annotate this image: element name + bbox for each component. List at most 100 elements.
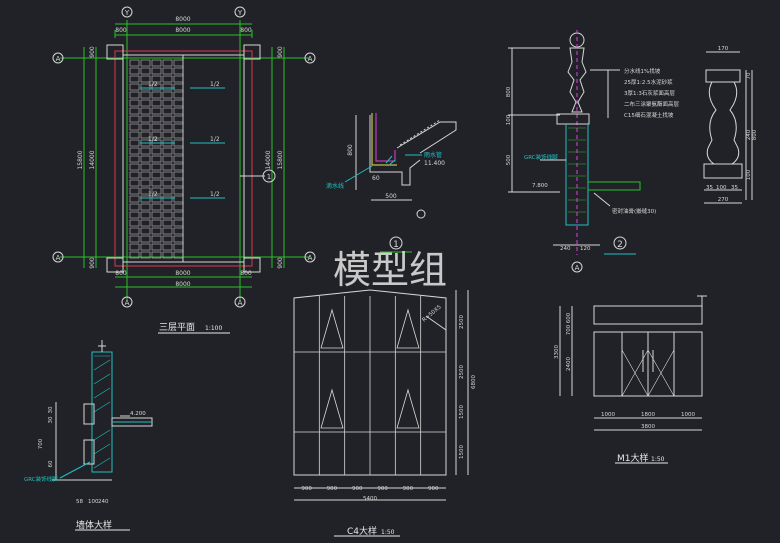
baluster-dim-bottom: 100 <box>746 169 752 180</box>
m1-dim-l1: 600 <box>566 312 572 323</box>
plan-tile <box>173 67 184 75</box>
plan-tile <box>140 227 151 235</box>
plan-tile <box>162 115 173 123</box>
plan-tile <box>140 235 151 243</box>
m1-door <box>559 295 707 464</box>
baluster-dim-b2: 100 <box>716 185 727 191</box>
detail2-dim-1: 800 <box>506 86 512 97</box>
wall-title: 墙体大样 <box>76 519 112 531</box>
plan-tile <box>173 75 184 83</box>
plan-tile <box>140 195 151 203</box>
floor-plan <box>60 20 310 300</box>
plan-section-callout: 1 <box>267 173 271 181</box>
plan-dim-right-top: 900 <box>277 46 284 58</box>
plan-tile <box>162 243 173 251</box>
wall-detail <box>52 340 153 531</box>
c4-dim-bottom: 900 <box>403 486 414 492</box>
plan-tile <box>129 195 140 203</box>
plan-tile <box>140 243 151 251</box>
detail2-elev: 7.800 <box>532 183 548 189</box>
plan-dim-top-left: 800 <box>115 27 127 34</box>
plan-tile <box>162 155 173 163</box>
axis-top-left: Y <box>124 9 130 17</box>
plan-tile <box>151 195 162 203</box>
plan-tile <box>129 227 140 235</box>
c4-dim-right: 2500 <box>459 315 465 329</box>
plan-tile <box>140 171 151 179</box>
plan-tile <box>162 59 173 67</box>
c4-dim-bottom: 900 <box>428 486 439 492</box>
plan-tile <box>140 147 151 155</box>
plan-tile <box>140 131 151 139</box>
plan-tile <box>151 115 162 123</box>
detail1-pipe-label: 雨水管 <box>424 151 442 159</box>
plan-tile <box>173 235 184 243</box>
c4-dim-bottom: 900 <box>301 486 312 492</box>
plan-slope-6: 1/2 <box>210 191 220 198</box>
plan-tile <box>151 155 162 163</box>
detail2-note-4: 二布三涂聚氨酯面高层 <box>624 100 680 108</box>
plan-tile <box>140 67 151 75</box>
plan-slope-5: 1/2 <box>210 136 220 143</box>
baluster-total: 800 <box>752 129 758 140</box>
detail2-note-3: 3厚1:3石灰浆面高层 <box>624 89 675 97</box>
plan-tile <box>162 107 173 115</box>
plan-slope-1: 1/2 <box>148 81 158 88</box>
plan-tile <box>151 147 162 155</box>
plan-tile <box>129 139 140 147</box>
plan-tile <box>129 75 140 83</box>
plan-tile <box>162 179 173 187</box>
plan-tile <box>129 187 140 195</box>
baluster-dim-top: 70 <box>746 72 752 79</box>
plan-dim-left-top: 900 <box>89 46 96 58</box>
plan-tile <box>173 163 184 171</box>
c4-dim-right: 1500 <box>459 445 465 459</box>
detail-1-gutter <box>344 113 457 253</box>
detail-2-text: 分水线1%找坡 25厚1:2.5水泥砂浆 3厚1:3石灰浆面高层 二布三涂聚氨酯… <box>506 67 680 272</box>
plan-grid-lines <box>60 20 310 300</box>
plan-tile <box>173 59 184 67</box>
plan-axis-bubbles <box>52 6 316 308</box>
plan-dim-top-mid: 8000 <box>175 27 190 34</box>
plan-tile <box>173 131 184 139</box>
baluster-width-top: 170 <box>718 46 729 52</box>
plan-tile <box>151 235 162 243</box>
plan-text: 8000 800 8000 800 800 8000 800 8000 1580… <box>77 16 284 288</box>
axis-bottom-right: A <box>238 299 243 307</box>
detail1-dim-w: 500 <box>385 193 397 200</box>
detail1-elev: 11.400 <box>424 160 445 167</box>
c4-opening-marks <box>320 308 420 429</box>
plan-tile <box>162 235 173 243</box>
plan-tile <box>173 211 184 219</box>
plan-dim-right-mid: 14000 <box>265 150 272 169</box>
axis-left-top: A <box>56 55 61 63</box>
plan-tile <box>162 83 173 91</box>
wall-dim-b3: 240 <box>98 499 109 505</box>
plan-tile <box>162 99 173 107</box>
plan-tile <box>162 195 173 203</box>
wall-dim-3: 700 <box>38 438 44 449</box>
m1-dim-b2: 1800 <box>641 412 655 418</box>
baluster-dim-mid: 240 <box>746 129 752 140</box>
detail-2-parapet <box>508 30 641 273</box>
baluster-dim-b3: 35 <box>731 185 738 191</box>
axis-right-top: A <box>308 55 313 63</box>
plan-tile <box>151 219 162 227</box>
plan-dim-left-bottom: 900 <box>89 257 96 269</box>
plan-tile <box>140 75 151 83</box>
plan-tile <box>129 115 140 123</box>
plan-tile <box>129 91 140 99</box>
axis-left-bottom: A <box>56 254 61 262</box>
plan-tile <box>173 179 184 187</box>
c4-dim-bottom: 900 <box>352 486 363 492</box>
plan-dim-left-total: 15800 <box>77 150 84 169</box>
plan-tile <box>151 163 162 171</box>
wall-dim-4: 60 <box>48 460 54 467</box>
plan-tile <box>151 227 162 235</box>
plan-dim-right-bottom: 900 <box>277 257 284 269</box>
m1-text: 1000 1800 1000 3800 3300 600 700 2400 M1… <box>554 312 695 464</box>
plan-tile <box>151 75 162 83</box>
plan-tile <box>140 163 151 171</box>
plan-tile <box>140 59 151 67</box>
detail2-note-1: 分水线1%找坡 <box>624 67 661 75</box>
